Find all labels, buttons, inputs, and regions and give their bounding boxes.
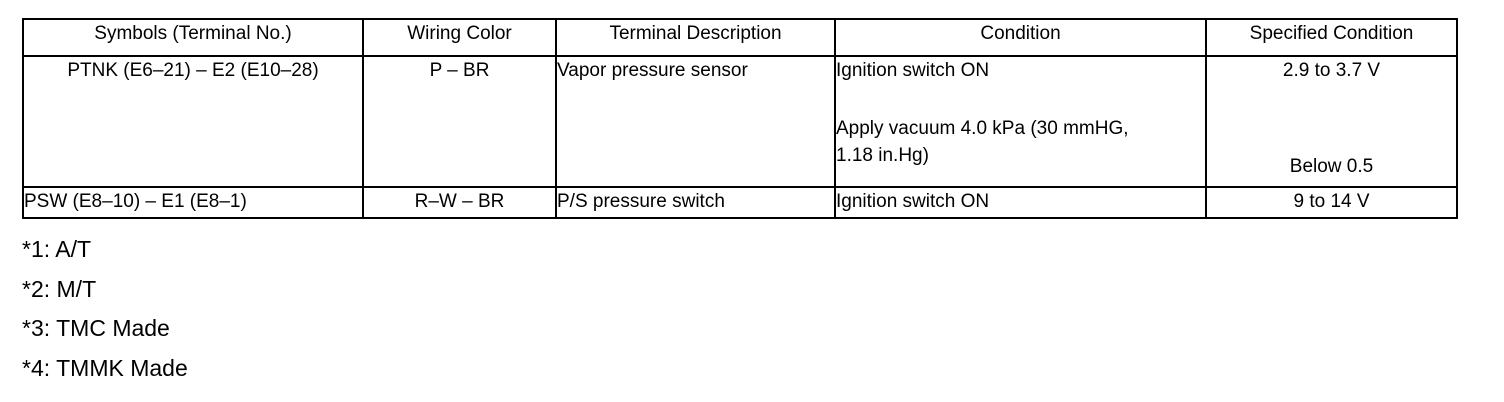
- table-row: PSW (E8–10) – E1 (E8–1) R–W – BR P/S pre…: [22, 186, 1458, 219]
- cell-symbols: PSW (E8–10) – E1 (E8–1): [22, 186, 364, 219]
- cell-symbols: PTNK (E6–21) – E2 (E10–28): [22, 55, 364, 188]
- condition-line: 1.18 in.Hg): [836, 145, 929, 167]
- condition-line: Apply vacuum 4.0 kPa (30 mmHG,: [836, 117, 1129, 139]
- table-row: PTNK (E6–21) – E2 (E10–28) P – BR Vapor …: [22, 55, 1458, 188]
- specified-condition-primary: 2.9 to 3.7 V: [1282, 60, 1381, 81]
- column-header-specified-condition: Specified Condition: [1205, 18, 1458, 57]
- column-header-wiring-color: Wiring Color: [362, 18, 557, 57]
- cell-condition: Ignition switch ON: [834, 186, 1207, 219]
- condition-line: Ignition switch ON: [836, 60, 990, 81]
- specified-condition-secondary: Below 0.5: [1289, 155, 1374, 177]
- cell-terminal-description: P/S pressure switch: [555, 186, 836, 219]
- cell-specified-condition: 9 to 14 V: [1205, 186, 1458, 219]
- table-body: PTNK (E6–21) – E2 (E10–28) P – BR Vapor …: [22, 55, 1458, 219]
- cell-specified-condition: 2.9 to 3.7 V Below 0.5: [1205, 55, 1458, 188]
- terminal-specification-table: Symbols (Terminal No.) Wiring Color Term…: [22, 18, 1458, 219]
- condition-spacer: [836, 85, 1205, 115]
- cell-wiring-color: P – BR: [362, 55, 557, 188]
- table-header: Symbols (Terminal No.) Wiring Color Term…: [22, 18, 1458, 57]
- footnote-item: *3: TMC Made: [22, 315, 170, 342]
- footnote-item: *2: M/T: [22, 275, 97, 302]
- footnote-item: *4: TMMK Made: [22, 354, 188, 381]
- column-header-symbols: Symbols (Terminal No.): [22, 18, 364, 57]
- footnote-item: *1: A/T: [22, 236, 92, 262]
- cell-wiring-color: R–W – BR: [362, 186, 557, 219]
- table-header-row: Symbols (Terminal No.) Wiring Color Term…: [22, 18, 1458, 57]
- cell-terminal-description: Vapor pressure sensor: [555, 55, 836, 188]
- column-header-condition: Condition: [834, 18, 1207, 57]
- footnote-list: *1: A/T *2: M/T *3: TMC Made *4: TMMK Ma…: [22, 230, 622, 388]
- cell-condition: Ignition switch ON Apply vacuum 4.0 kPa …: [834, 55, 1207, 188]
- column-header-terminal-description: Terminal Description: [555, 18, 836, 57]
